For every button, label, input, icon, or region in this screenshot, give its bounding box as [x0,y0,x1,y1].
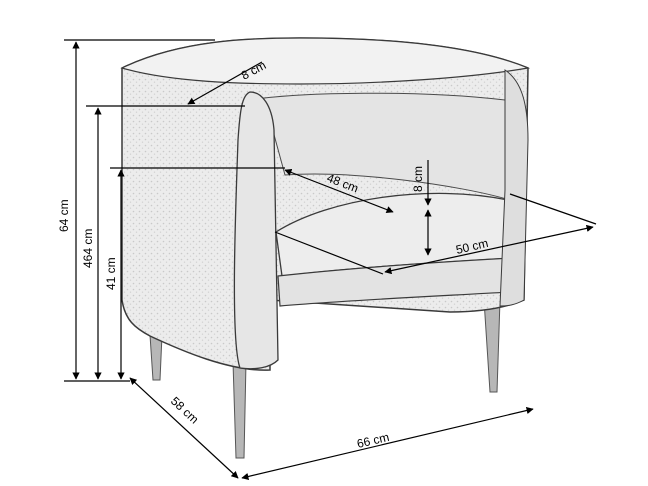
dim-line-width [241,406,534,481]
label-total-height: 64 cm [57,199,71,232]
dim-line-armrest [187,61,263,105]
chair-top-rim [120,37,531,85]
label-width: 66 cm [356,430,391,451]
leg-front-left [232,361,247,459]
label-depth: 58 cm [168,394,201,427]
label-cushion-height: 8 cm [411,166,425,192]
leg-back-left [149,334,163,381]
dimension-lines [64,39,597,481]
dim-line-seat-depth [284,168,394,214]
leg-front-right [483,299,501,393]
chair-left-arm [233,91,279,370]
label-seat-height: 41 cm [104,257,118,290]
dim-line-depth [129,377,239,479]
dim-line-seat-width [384,224,594,275]
label-height-2: 464 cm [81,229,95,268]
